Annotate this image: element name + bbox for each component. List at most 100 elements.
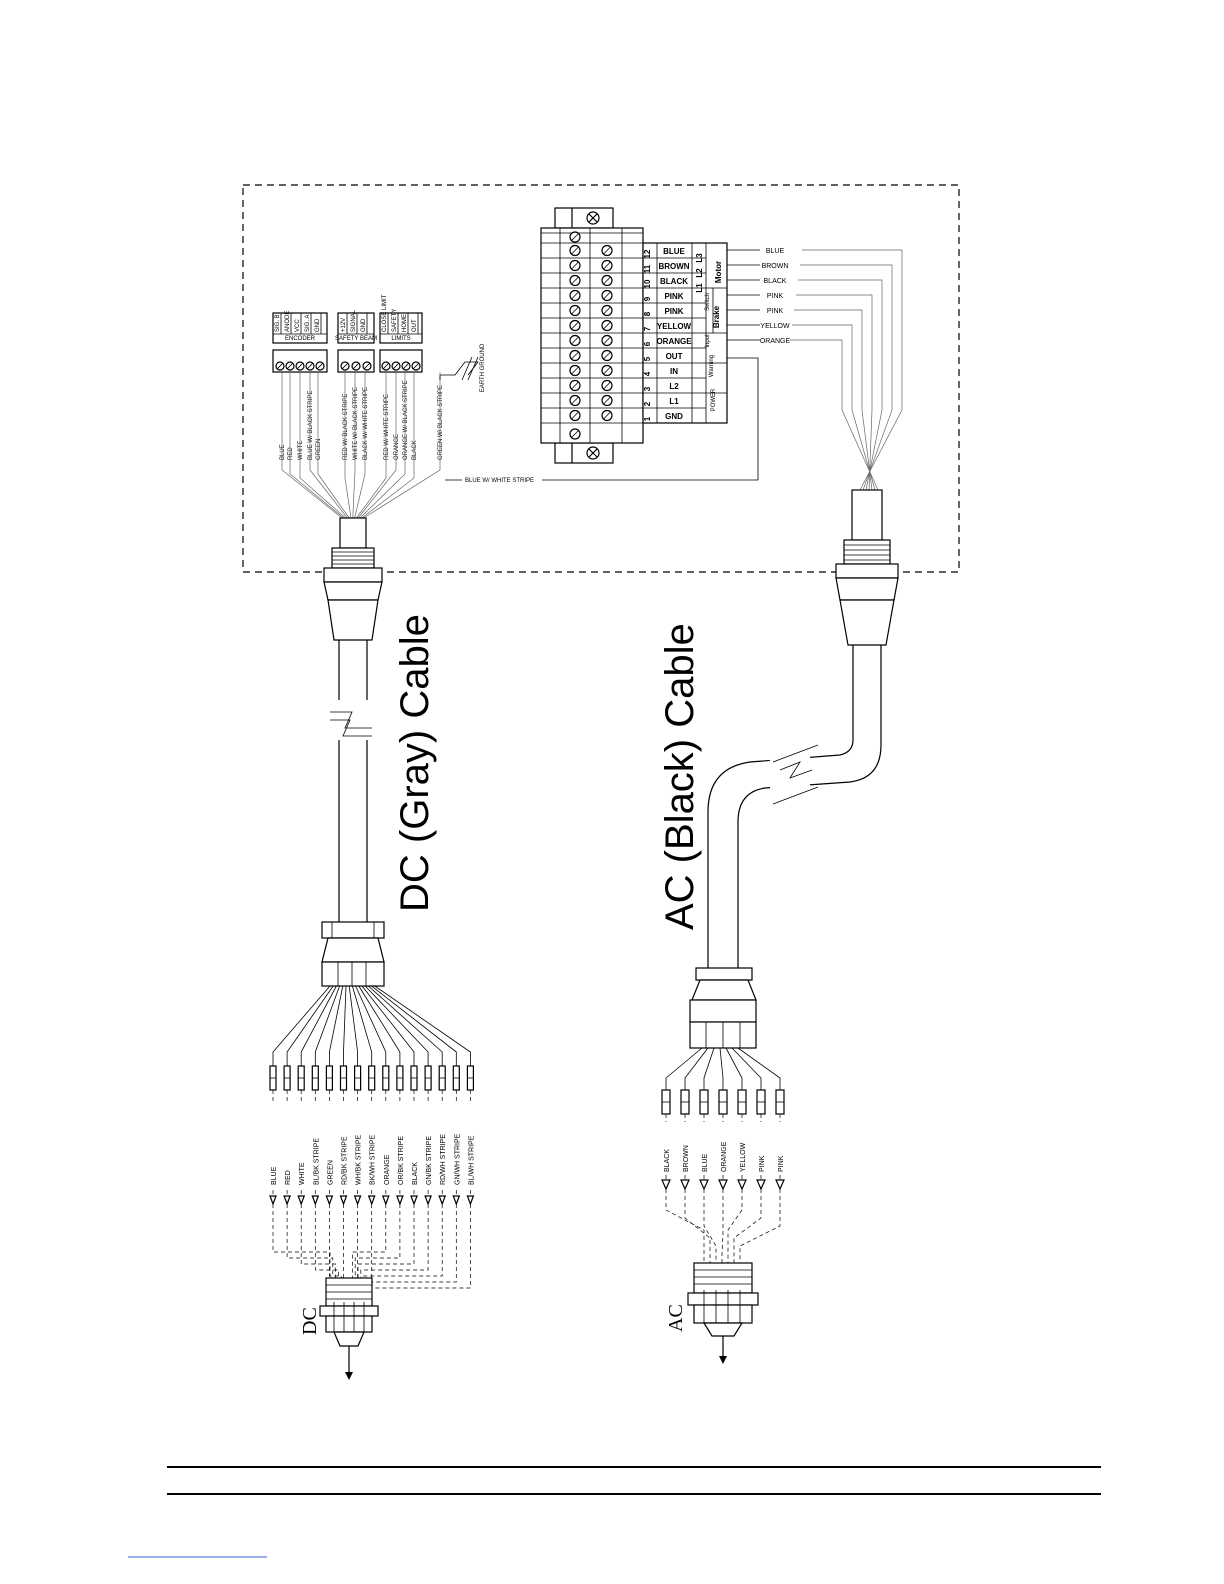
dc-pigtail-label: WH/BK STRIPE (356, 1134, 363, 1185)
terminal-screw (601, 334, 613, 347)
motor-pin-label: L1 (695, 283, 704, 293)
ac-wire-label: PINK (767, 308, 784, 315)
terminal-screw (601, 364, 613, 377)
terminal-number: 10 (643, 279, 652, 288)
ac-pigtail-label: BROWN (683, 1145, 690, 1172)
dc-pigtail-label: BL/BK STRIPE (313, 1138, 320, 1185)
dc-wire-label: GREEN W/ BLACK STRIPE (438, 385, 444, 460)
group-switch-label: Switch (705, 293, 711, 311)
dc-pigtail-label: RD/BK STRIPE (342, 1136, 349, 1185)
terminal-screw (601, 349, 613, 362)
ac-cable-title: AC (Black) Cable (658, 623, 702, 930)
ac-pigtail-label: YELLOW (740, 1142, 747, 1172)
dc-pigtail-label: BLUE (271, 1166, 278, 1185)
dc-wire-label: RED (288, 447, 294, 460)
dc-pigtail-label: WHITE (299, 1162, 306, 1185)
dc-wire-label: BLACK (412, 440, 418, 460)
terminal-label: BLACK (660, 277, 688, 286)
connector-screw (285, 361, 295, 371)
connector-screw (295, 361, 305, 371)
group-power-label: POWER (711, 388, 717, 411)
connector-pin-label: GND (315, 318, 321, 332)
terminal-number: 11 (643, 264, 652, 273)
terminal-label: PINK (664, 307, 683, 316)
dc-pigtail-label: RED (285, 1170, 292, 1185)
dc-wire-label: GREEN (316, 439, 322, 460)
terminal-screw (601, 319, 613, 332)
connector-screw (381, 361, 391, 371)
terminal-number: 3 (643, 386, 652, 391)
group-brake-label: Brake (712, 305, 721, 328)
connector-pin-label: SAFETY (392, 309, 398, 332)
connector-screw (411, 361, 421, 371)
terminal-screw (569, 379, 581, 392)
connector-pin-label: ANODE (285, 311, 291, 332)
terminal-number: 9 (643, 296, 652, 301)
connector-screw (305, 361, 315, 371)
connector-pin-label: +12V (341, 318, 347, 332)
dc-pigtail-label: GREEN (327, 1160, 334, 1185)
connector-pin-label: SIG. B (275, 314, 281, 332)
terminal-screw (569, 364, 581, 377)
ac-pigtail-label: BLUE (702, 1153, 709, 1172)
connector-pin-label: CLOSE LIMIT (382, 294, 388, 332)
safety-beam-label: SAFETY BEAM (335, 336, 377, 342)
terminal-screw (601, 304, 613, 317)
terminal-number: 8 (643, 311, 652, 316)
connector-pin-label: HOME (402, 314, 408, 332)
terminal-screw (601, 409, 613, 422)
connector-screw (362, 361, 372, 371)
earth-ground-label: EARTH GROUND (480, 343, 486, 392)
dc-connector: DC (299, 1277, 379, 1380)
terminal-screw (569, 394, 581, 407)
encoder-label: ENCODER (285, 336, 316, 342)
dc-pigtail-label: RD/WH STRIPE (440, 1134, 447, 1185)
dc-pigtail-label: OR/BK STRIPE (398, 1136, 405, 1185)
group-motor-label: Motor (714, 261, 723, 283)
warning-wire (542, 357, 759, 481)
terminal-screw (569, 274, 581, 287)
terminal-screw (569, 244, 581, 257)
terminal-screw (601, 394, 613, 407)
motor-pin-label: L2 (695, 268, 704, 278)
group-input-label: Input (705, 334, 711, 348)
terminal-number: 5 (643, 356, 652, 361)
terminal-number: 7 (643, 326, 652, 331)
connector-screw (351, 361, 361, 371)
connector-screw (391, 361, 401, 371)
connector-pin-label: VCC (295, 319, 301, 332)
terminal-screw (569, 409, 581, 422)
terminal-number: 4 (643, 371, 652, 376)
terminal-number: 1 (643, 416, 652, 421)
terminal-label: YELLOW (657, 322, 692, 331)
terminal-screw-top (569, 231, 581, 243)
limits-label: LIMITS (391, 336, 410, 342)
earth-ground-symbol: EARTH GROUND (440, 343, 486, 392)
ac-wire-label: PINK (767, 293, 784, 300)
dc-wire-label: BLUE W/ BLACK STRIPE (308, 391, 314, 460)
ac-pigtail-label: BLACK (664, 1149, 671, 1172)
terminal-screw (569, 319, 581, 332)
ac-pigtail-label: PINK (778, 1155, 785, 1172)
terminal-number: 2 (643, 401, 652, 406)
dc-wire-label: RED W/ BLACK STRIPE (343, 394, 349, 460)
terminal-number: 12 (643, 249, 652, 258)
ac-connector-label: AC (665, 1304, 687, 1332)
warning-wire-label: BLUE W/ WHITE STRIPE (465, 478, 534, 484)
connector-screw (275, 361, 285, 371)
ac-wire-label: BLACK (764, 278, 787, 285)
motor-pin-label: L3 (695, 253, 704, 263)
ac-wire-label: BROWN (762, 263, 789, 270)
terminal-screw (569, 289, 581, 302)
terminal-screw (569, 304, 581, 317)
connector-pin-label: SIG. A (305, 315, 311, 332)
terminal-number: 6 (643, 341, 652, 346)
ac-wire-label: YELLOW (760, 323, 790, 330)
dc-pigtail-label: ORANGE (384, 1154, 391, 1185)
encoder-block: SIG. B ANODE VCC SIG. A GND ENCODER (272, 311, 328, 373)
dc-pigtail-label: BL/WH STRIPE (468, 1135, 475, 1185)
ac-wire-label: ORANGE (760, 338, 791, 345)
